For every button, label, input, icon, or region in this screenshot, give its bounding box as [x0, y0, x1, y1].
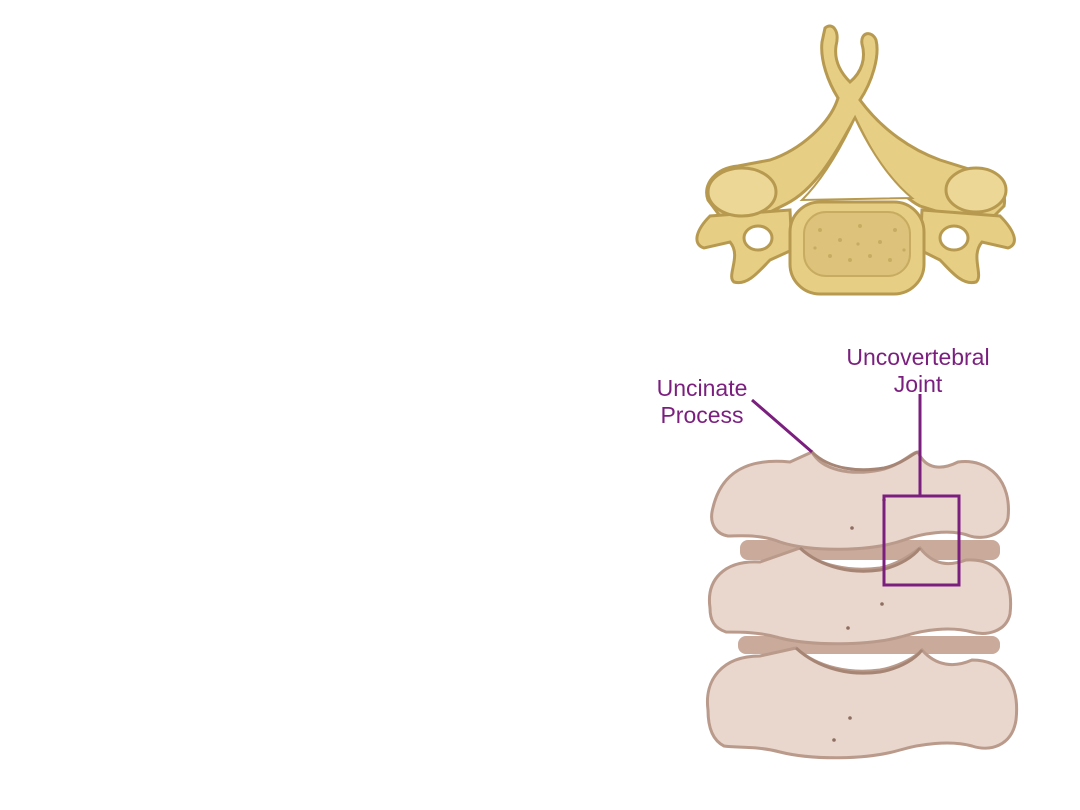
uncinate-process-leader-line: [751, 398, 813, 454]
articular-facet-right: [944, 166, 1008, 214]
label-uncinate-process-line2: Process: [660, 402, 744, 428]
articular-facet-left: [706, 166, 778, 218]
label-uncovertebral-joint-line2: Joint: [893, 371, 943, 397]
vertebra-superior-illustration: [695, 24, 1016, 296]
cervical-vertebra-superior-view: [695, 24, 1016, 296]
vertebra-bottom: [705, 646, 1019, 760]
label-uncinate-process-line1: Uncinate: [656, 375, 748, 401]
label-uncovertebral-joint-line1: Uncovertebral: [846, 344, 990, 370]
transverse-foramen-right: [938, 224, 970, 252]
vertebral-foramen: [799, 115, 915, 202]
vertebra-middle: [707, 545, 1013, 646]
vertebra-top: [710, 450, 1010, 551]
vertebrae-column-illustration: [705, 450, 1019, 760]
label-uncinate-process: Uncinate Process: [640, 375, 764, 429]
transverse-foramen-left: [742, 224, 774, 252]
label-uncovertebral-joint: Uncovertebral Joint: [826, 344, 1010, 398]
vertebra-bottom-superior-surface: [794, 646, 924, 675]
uncovertebral-joint-highlight-box: [882, 494, 961, 587]
vertebra-top-superior-surface: [810, 450, 919, 472]
cancellous-bone-texture: [813, 224, 906, 262]
nutrient-foramina: [832, 498, 886, 742]
vertebra-middle-superior-surface: [798, 546, 922, 573]
